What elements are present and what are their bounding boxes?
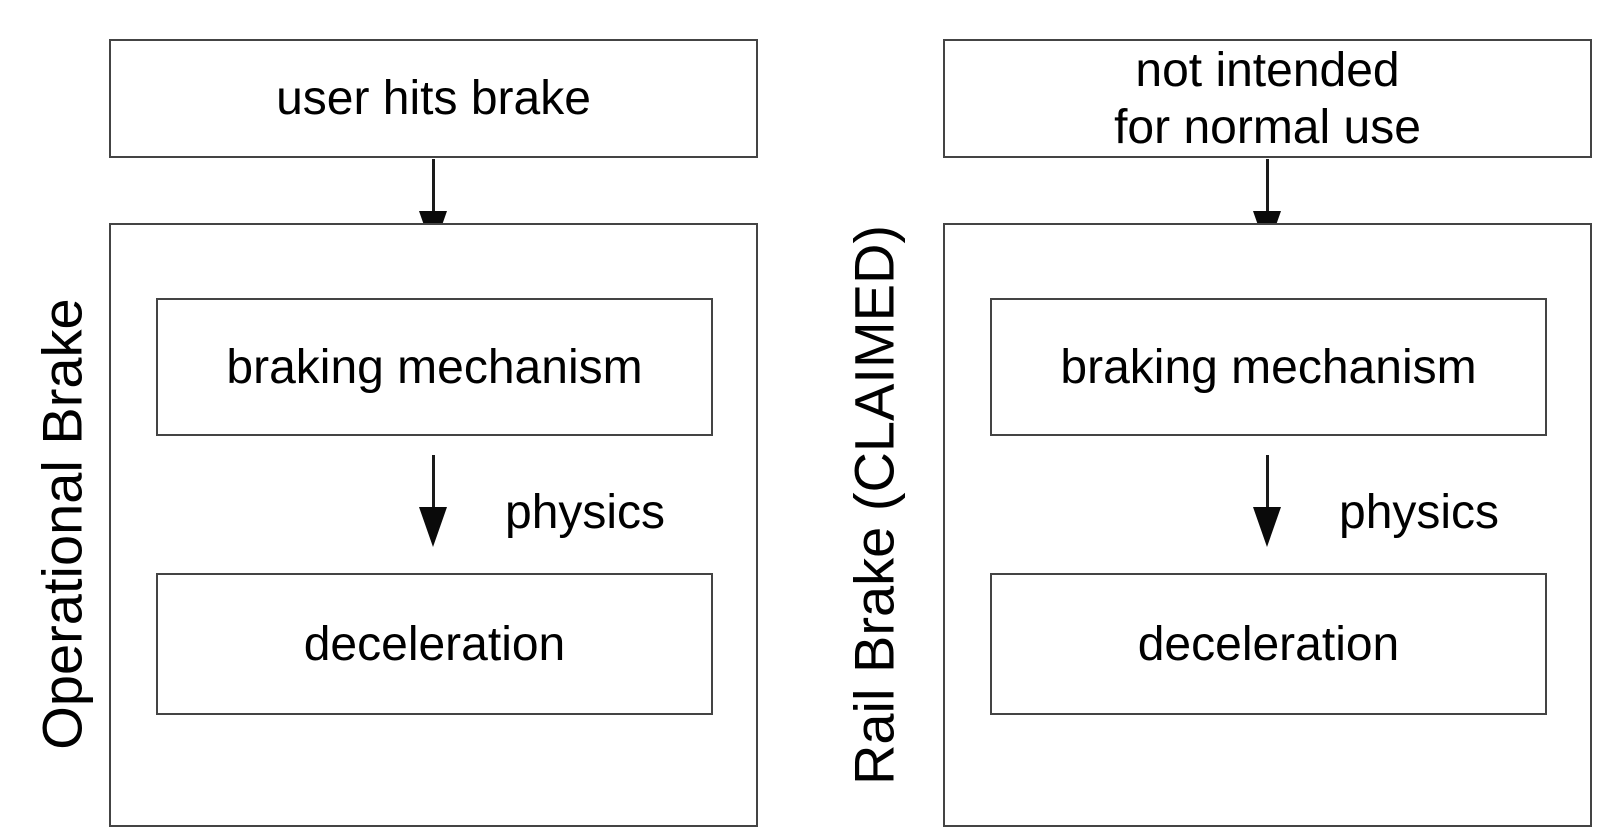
left-result-label: deceleration [303, 617, 566, 671]
right-result-box: deceleration [990, 573, 1547, 715]
right-mechanism-box: braking mechanism [990, 298, 1547, 436]
left-trigger-box: user hits brake [109, 39, 758, 158]
right-panel-side-label: Rail Brake (CLAIMED) [842, 224, 906, 786]
left-panel-side-label: Operational Brake [30, 298, 94, 750]
right-physics-arrow-head-icon [1253, 507, 1281, 547]
right-trigger-line1: not intended [1135, 43, 1400, 97]
right-trigger-line2: for normal use [1114, 100, 1421, 154]
right-result-label: deceleration [1137, 617, 1400, 671]
right-top-arrow-line [1266, 159, 1269, 213]
left-physics-label: physics [505, 486, 666, 539]
left-physics-arrow-line [432, 455, 435, 508]
left-mechanism-label: braking mechanism [226, 340, 643, 394]
left-trigger-line1: user hits brake [276, 72, 591, 125]
left-result-box: deceleration [156, 573, 713, 715]
right-trigger-box: not intended for normal use [943, 39, 1592, 158]
right-physics-arrow-line [1266, 455, 1269, 508]
left-top-arrow-line [432, 159, 435, 213]
left-mechanism-box: braking mechanism [156, 298, 713, 436]
left-physics-arrow-head-icon [419, 507, 447, 547]
right-physics-label: physics [1339, 486, 1500, 539]
right-mechanism-label: braking mechanism [1060, 340, 1477, 394]
